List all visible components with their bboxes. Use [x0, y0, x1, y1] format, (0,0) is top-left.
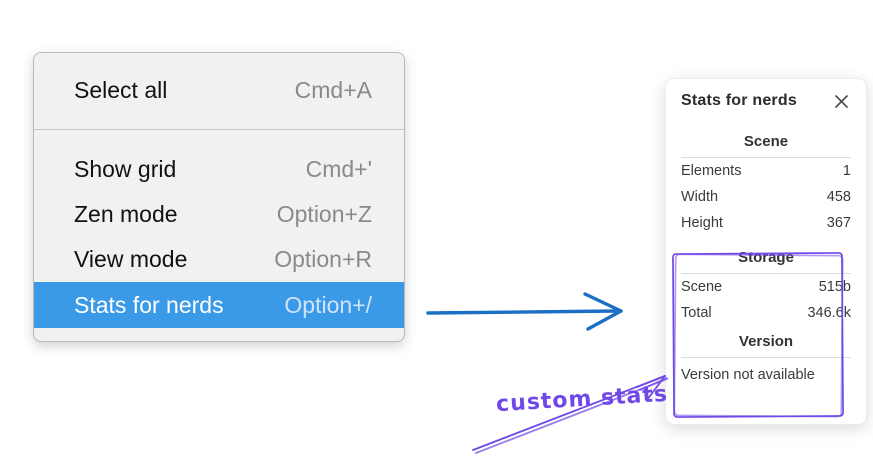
menu-item-label: Show grid: [74, 156, 177, 182]
section-heading: Scene: [681, 133, 851, 158]
menu-item-label: View mode: [74, 246, 188, 272]
context-menu: Select all Cmd+A Show grid Cmd+' Zen mod…: [33, 52, 405, 342]
menu-divider: [34, 129, 404, 130]
menu-item-shortcut: Cmd+': [305, 156, 372, 182]
stat-value: 1: [842, 163, 851, 179]
menu-item-label: Zen mode: [74, 201, 178, 227]
section-scene: Scene Elements 1 Width 458 Height 367: [681, 133, 851, 236]
stat-row-elements: Elements 1: [681, 158, 851, 184]
stat-value: 458: [826, 189, 851, 205]
close-icon[interactable]: [831, 91, 851, 111]
menu-item-zen-mode[interactable]: Zen mode Option+Z: [34, 192, 404, 237]
stat-row-scene-storage: Scene 515b: [681, 274, 851, 300]
stat-value: 367: [826, 215, 851, 231]
menu-group-top: Select all Cmd+A: [34, 53, 404, 129]
section-storage: Storage Scene 515b Total 346.6k: [681, 249, 851, 326]
menu-group-main: Show grid Cmd+' Zen mode Option+Z View m…: [34, 130, 404, 341]
section-version: Version Version not available: [681, 333, 851, 383]
menu-item-select-all[interactable]: Select all Cmd+A: [34, 68, 404, 113]
stat-label: Width: [681, 189, 719, 205]
stat-row-total-storage: Total 346.6k: [681, 300, 851, 326]
menu-item-label: Stats for nerds: [74, 291, 224, 318]
stats-panel: Stats for nerds Scene Elements 1 Width 4…: [665, 78, 867, 425]
menu-item-shortcut: Cmd+A: [294, 77, 372, 103]
arrow-menu-to-panel-icon: [426, 292, 623, 331]
menu-item-stats-for-nerds[interactable]: Stats for nerds Option+/: [34, 282, 404, 328]
stat-label: Height: [681, 215, 723, 231]
stat-label: Elements: [681, 163, 742, 179]
stats-panel-title: Stats for nerds: [681, 92, 797, 109]
stat-label: Scene: [681, 279, 723, 295]
section-heading: Version: [681, 333, 851, 358]
stat-row-height: Height 367: [681, 210, 851, 236]
stat-value: 346.6k: [807, 305, 851, 321]
stat-value: 515b: [818, 279, 851, 295]
stats-panel-header: Stats for nerds: [681, 91, 851, 111]
menu-item-label: Select all: [74, 77, 168, 103]
menu-item-shortcut: Option+R: [274, 246, 372, 272]
version-note: Version not available: [681, 367, 815, 383]
menu-item-shortcut: Option+Z: [276, 201, 372, 227]
menu-item-show-grid[interactable]: Show grid Cmd+': [34, 147, 404, 192]
stat-row-width: Width 458: [681, 184, 851, 210]
menu-item-shortcut: Option+/: [284, 291, 372, 318]
menu-item-view-mode[interactable]: View mode Option+R: [34, 237, 404, 282]
annotation-custom-stats: custom stats: [495, 381, 669, 418]
stat-label: Total: [681, 305, 712, 321]
section-heading: Storage: [681, 249, 851, 274]
